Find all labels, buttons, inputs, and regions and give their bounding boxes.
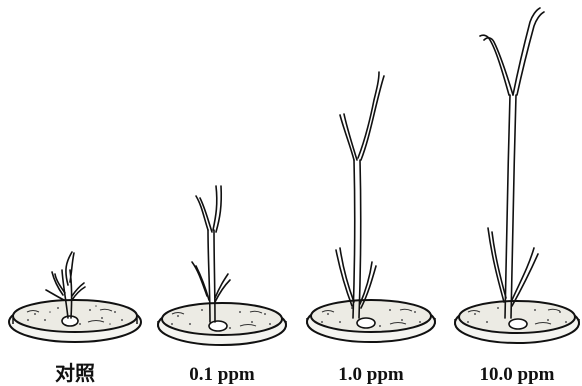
- seedling-1.0ppm: [336, 72, 384, 328]
- label-10.0ppm: 10.0 ppm: [480, 364, 555, 385]
- label-control: 对照: [55, 361, 95, 385]
- seedling-10.0ppm: [480, 8, 544, 329]
- label-1.0ppm: 1.0 ppm: [338, 364, 404, 385]
- label-0.1ppm: 0.1 ppm: [189, 364, 255, 385]
